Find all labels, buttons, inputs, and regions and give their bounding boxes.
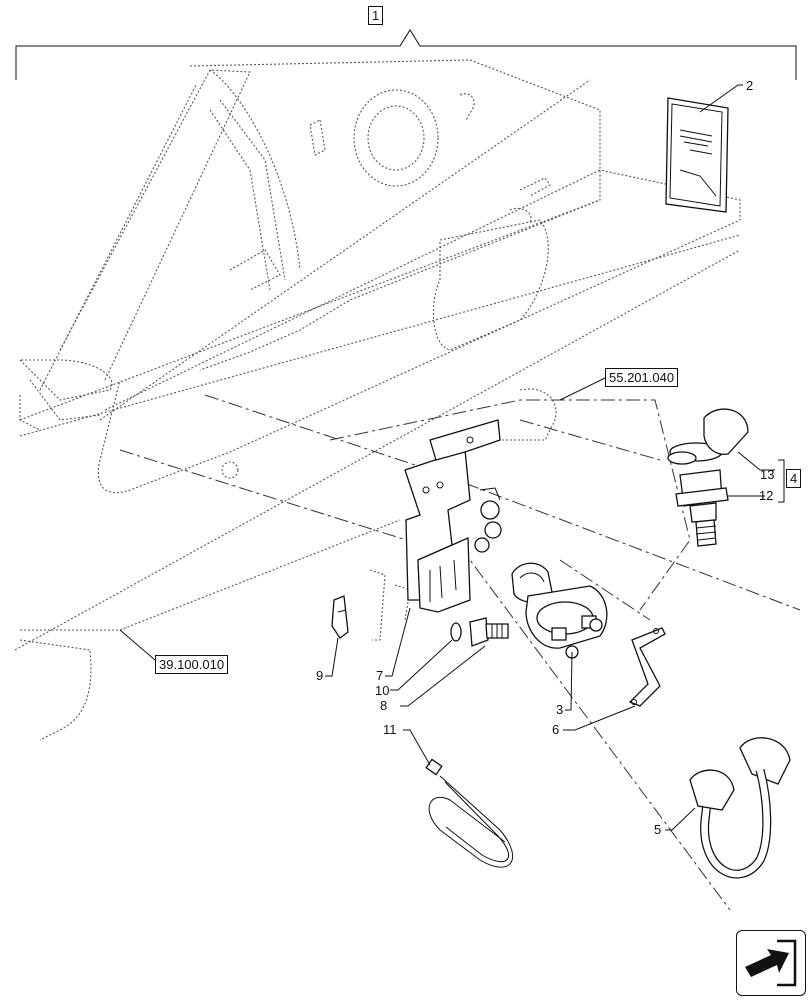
callout-11: 11 (383, 722, 397, 737)
callout-1: 1 (368, 6, 384, 25)
disconnect-switch-part-3 (511, 562, 608, 659)
callout-8: 8 (380, 698, 388, 713)
reference-link-39-100-010[interactable]: 39.100.010 (155, 655, 229, 674)
remote-switch-part-12 (667, 408, 749, 547)
callout-leaders (119, 84, 785, 831)
callout-3: 3 (556, 702, 564, 717)
small-bracket-part-6 (628, 627, 666, 707)
mounting-bracket-part-7 (404, 419, 501, 613)
decal-label-part-2 (665, 97, 729, 213)
cable-part-5 (689, 737, 791, 879)
navigation-button[interactable] (736, 930, 806, 996)
callout-2: 2 (746, 78, 754, 93)
machine-frame-phantom (14, 59, 741, 741)
bracket-nuts (474, 487, 502, 553)
callout-10: 10 (375, 683, 390, 698)
callout-12: 12 (759, 488, 774, 503)
callout-9: 9 (316, 668, 324, 683)
callout-5: 5 (654, 822, 662, 837)
assembly-bracket-1 (15, 29, 797, 80)
wire-tie-part-11 (425, 758, 513, 868)
clip-part-9 (331, 595, 349, 639)
callout-7: 7 (376, 668, 384, 683)
callout-6: 6 (552, 722, 560, 737)
bolt-part-8 (450, 617, 509, 647)
arrow-into-box-icon (745, 939, 797, 987)
callout-4: 4 (786, 469, 802, 488)
reference-link-55-201-040[interactable]: 55.201.040 (605, 368, 679, 387)
callout-13: 13 (760, 467, 775, 482)
